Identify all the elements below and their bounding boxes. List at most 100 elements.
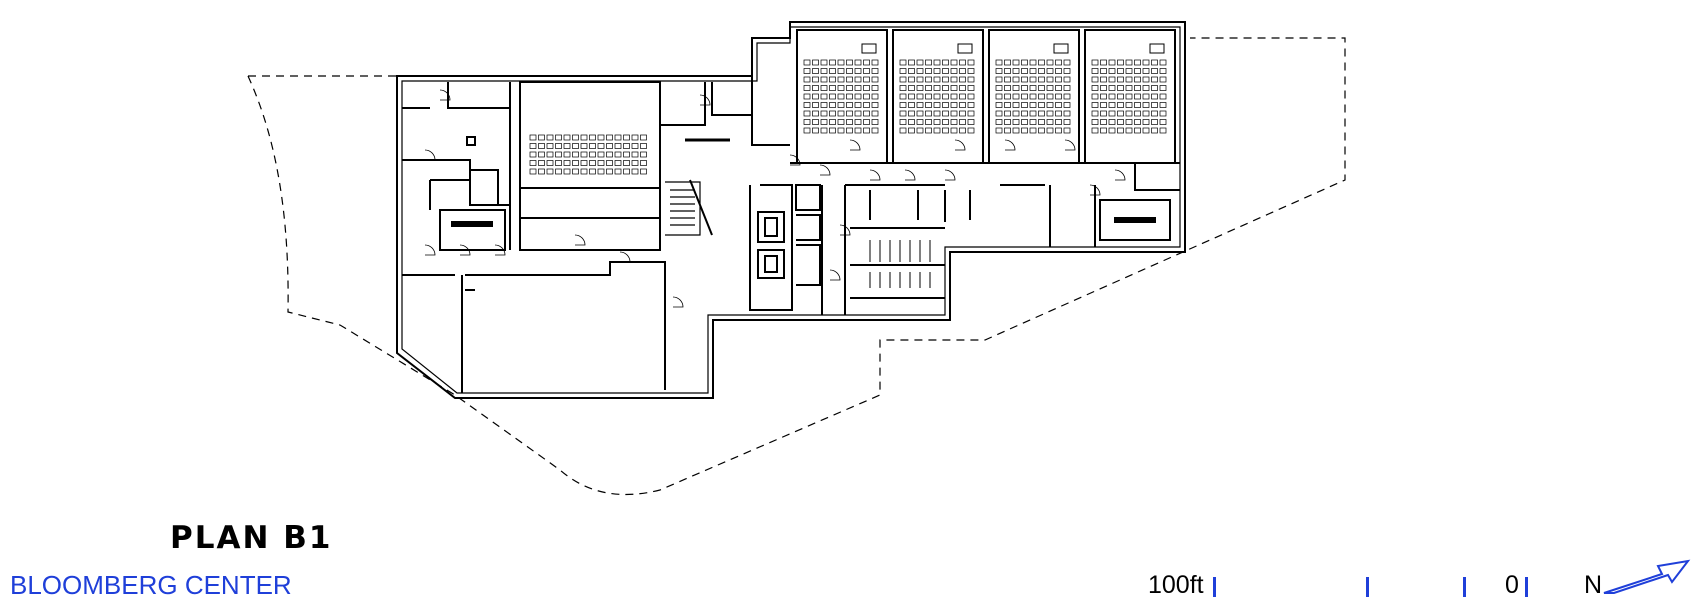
seat bbox=[950, 85, 958, 91]
seat bbox=[555, 151, 562, 158]
seat bbox=[899, 102, 907, 108]
seat bbox=[1159, 119, 1167, 125]
seat bbox=[967, 85, 975, 91]
seat bbox=[812, 127, 819, 134]
site-boundary bbox=[247, 37, 1346, 496]
seat bbox=[546, 134, 554, 141]
seat bbox=[1142, 102, 1150, 108]
seat bbox=[829, 119, 836, 125]
seat bbox=[1004, 85, 1011, 91]
seat bbox=[1159, 59, 1167, 66]
seat bbox=[529, 134, 537, 141]
seat bbox=[1055, 59, 1062, 66]
seat bbox=[1151, 119, 1158, 125]
seat bbox=[614, 168, 622, 175]
seat bbox=[925, 76, 932, 83]
seat bbox=[942, 76, 949, 83]
seat bbox=[959, 68, 966, 74]
lecture-halls bbox=[796, 29, 1176, 164]
seat bbox=[854, 68, 862, 74]
building-name: BLOOMBERG CENTER bbox=[10, 570, 292, 600]
seat bbox=[572, 134, 579, 141]
seat bbox=[572, 160, 579, 166]
seat bbox=[863, 110, 870, 117]
seat bbox=[995, 119, 1003, 125]
seat bbox=[854, 93, 862, 100]
seat bbox=[812, 93, 819, 100]
seat bbox=[1046, 68, 1054, 74]
seat bbox=[1055, 119, 1062, 125]
seat bbox=[959, 93, 966, 100]
seat bbox=[916, 59, 924, 66]
seat bbox=[899, 110, 907, 117]
door-swing bbox=[944, 169, 956, 181]
seat bbox=[950, 59, 958, 66]
seat bbox=[1012, 85, 1020, 91]
seat bbox=[1021, 102, 1028, 108]
seat bbox=[1091, 76, 1099, 83]
seat bbox=[1038, 93, 1045, 100]
seat bbox=[563, 151, 571, 158]
seat bbox=[1063, 93, 1071, 100]
seat bbox=[1029, 68, 1037, 74]
seat bbox=[1012, 93, 1020, 100]
door-swing bbox=[459, 244, 471, 256]
seat bbox=[899, 85, 907, 91]
seat bbox=[812, 102, 819, 108]
seating-grid bbox=[803, 59, 1167, 134]
seat bbox=[1108, 93, 1116, 100]
seat bbox=[1142, 93, 1150, 100]
seat bbox=[950, 110, 958, 117]
seat bbox=[1100, 102, 1107, 108]
seat bbox=[829, 85, 836, 91]
seat bbox=[908, 85, 915, 91]
seat bbox=[606, 134, 613, 141]
seat bbox=[846, 127, 853, 134]
seat bbox=[829, 110, 836, 117]
seat bbox=[933, 102, 941, 108]
seat bbox=[606, 151, 613, 158]
seat bbox=[933, 127, 941, 134]
seat bbox=[1004, 68, 1011, 74]
seat bbox=[820, 59, 828, 66]
seat bbox=[916, 85, 924, 91]
seat bbox=[1012, 68, 1020, 74]
seat bbox=[1029, 76, 1037, 83]
seat bbox=[1100, 93, 1107, 100]
seat bbox=[606, 160, 613, 166]
seat bbox=[1151, 85, 1158, 91]
seat bbox=[863, 59, 870, 66]
seat bbox=[563, 168, 571, 175]
seat bbox=[1029, 119, 1037, 125]
seat bbox=[1142, 110, 1150, 117]
seat bbox=[1046, 119, 1054, 125]
seat bbox=[995, 85, 1003, 91]
seat bbox=[1134, 119, 1141, 125]
seat bbox=[1100, 68, 1107, 74]
seat bbox=[829, 59, 836, 66]
seat bbox=[959, 102, 966, 108]
seat bbox=[1117, 59, 1124, 66]
seat bbox=[1046, 110, 1054, 117]
seat bbox=[597, 143, 605, 149]
seat bbox=[812, 119, 819, 125]
seat bbox=[1012, 110, 1020, 117]
door-swing bbox=[1114, 169, 1126, 181]
seat bbox=[1021, 93, 1028, 100]
seat bbox=[640, 168, 647, 175]
seat bbox=[580, 151, 588, 158]
seat bbox=[631, 168, 639, 175]
seat bbox=[1063, 119, 1071, 125]
seat bbox=[1134, 76, 1141, 83]
seat bbox=[572, 168, 579, 175]
seat bbox=[1063, 59, 1071, 66]
seat bbox=[538, 160, 545, 166]
seat bbox=[1091, 85, 1099, 91]
seat bbox=[606, 168, 613, 175]
seat bbox=[1091, 102, 1099, 108]
seat bbox=[623, 134, 630, 141]
seat bbox=[1012, 76, 1020, 83]
door-swing bbox=[829, 269, 841, 281]
seat bbox=[589, 143, 596, 149]
seat bbox=[1151, 59, 1158, 66]
